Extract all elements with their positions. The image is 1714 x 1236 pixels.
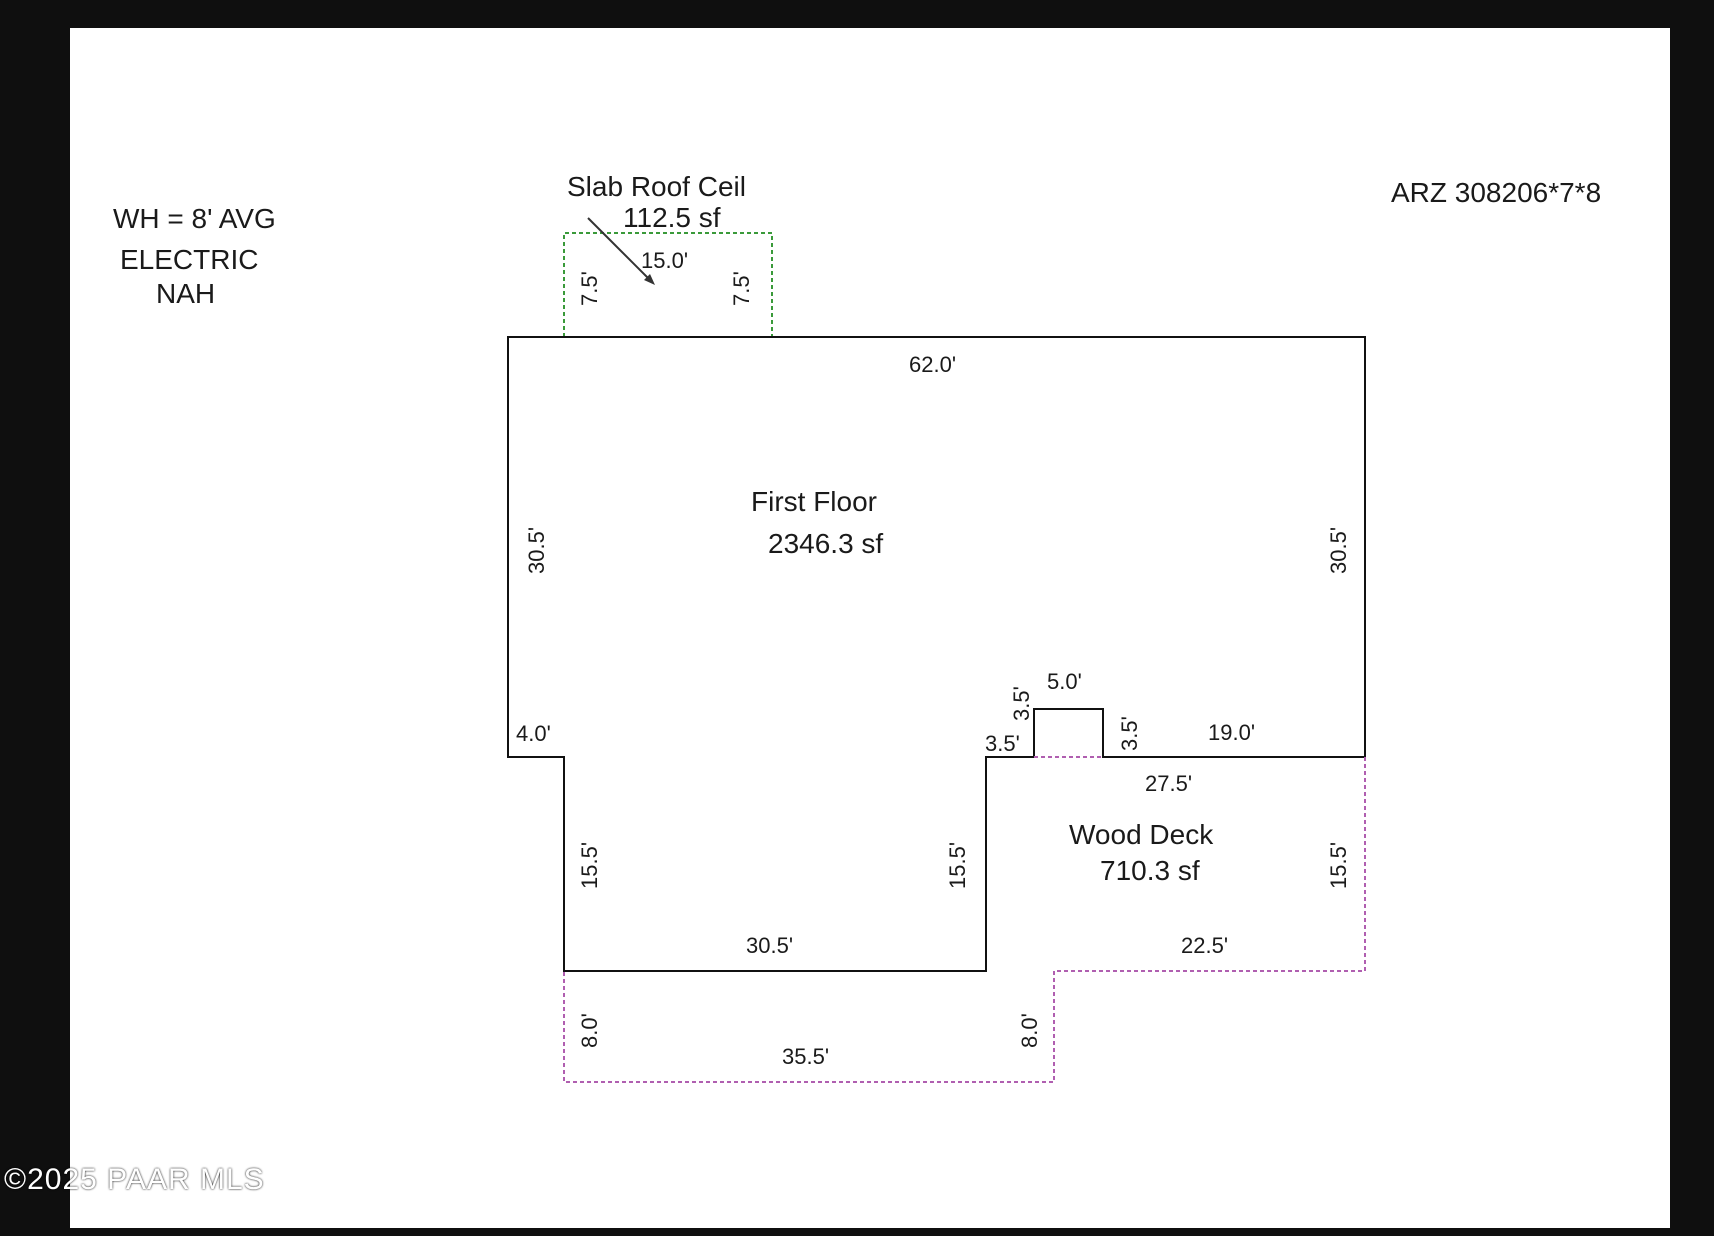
dim-right-upper: 30.5' bbox=[1326, 527, 1351, 574]
dim-inner-lower: 15.5' bbox=[945, 842, 970, 889]
dim-step-3-5: 3.5' bbox=[985, 731, 1020, 756]
dim-left-step: 4.0' bbox=[516, 721, 551, 746]
dim-bottom-floor: 30.5' bbox=[746, 933, 793, 958]
dim-deck-left-8: 8.0' bbox=[577, 1013, 602, 1048]
dim-left-upper: 30.5' bbox=[524, 527, 549, 574]
dim-deck-top: 27.5' bbox=[1145, 771, 1192, 796]
dim-deck-bottom: 35.5' bbox=[782, 1044, 829, 1069]
dim-bump-top: 5.0' bbox=[1047, 669, 1082, 694]
copyright-watermark: ©2025 PAAR MLS bbox=[4, 1163, 265, 1196]
deck-name-label: Wood Deck bbox=[1069, 819, 1214, 850]
roof-area-label: 112.5 sf bbox=[623, 202, 721, 233]
roof-pointer-arrow bbox=[587, 217, 653, 283]
roof-name-label: Slab Roof Ceil bbox=[567, 171, 746, 202]
dim-left-lower: 15.5' bbox=[577, 842, 602, 889]
note-wh: WH = 8' AVG bbox=[113, 203, 276, 234]
parcel-number: ARZ 308206*7*8 bbox=[1391, 177, 1601, 208]
note-electric: ELECTRIC bbox=[120, 244, 258, 275]
dim-roof-right: 7.5' bbox=[729, 271, 754, 306]
first-floor-area-label: 2346.3 sf bbox=[768, 528, 883, 559]
roof-slab-outline bbox=[563, 232, 773, 337]
note-nah: NAH bbox=[156, 278, 215, 309]
dim-roof-width: 15.0' bbox=[641, 248, 688, 273]
deck-area-label: 710.3 sf bbox=[1100, 855, 1200, 886]
dim-right-19: 19.0' bbox=[1208, 720, 1255, 745]
wood-deck-outline bbox=[563, 756, 1366, 1083]
dim-deck-inner-8: 8.0' bbox=[1017, 1013, 1042, 1048]
dim-bump-right: 3.5' bbox=[1117, 716, 1142, 751]
first-floor-name-label: First Floor bbox=[751, 486, 877, 517]
floor-plan-panel bbox=[70, 28, 1670, 1228]
dim-deck-right: 15.5' bbox=[1326, 842, 1351, 889]
roof-pointer-arrowhead bbox=[644, 274, 655, 285]
dim-top: 62.0' bbox=[909, 352, 956, 377]
dim-bump-left: 3.5' bbox=[1009, 686, 1034, 721]
first-floor-outline bbox=[507, 336, 1366, 972]
dim-roof-left: 7.5' bbox=[577, 271, 602, 306]
dim-deck-22-5: 22.5' bbox=[1181, 933, 1228, 958]
